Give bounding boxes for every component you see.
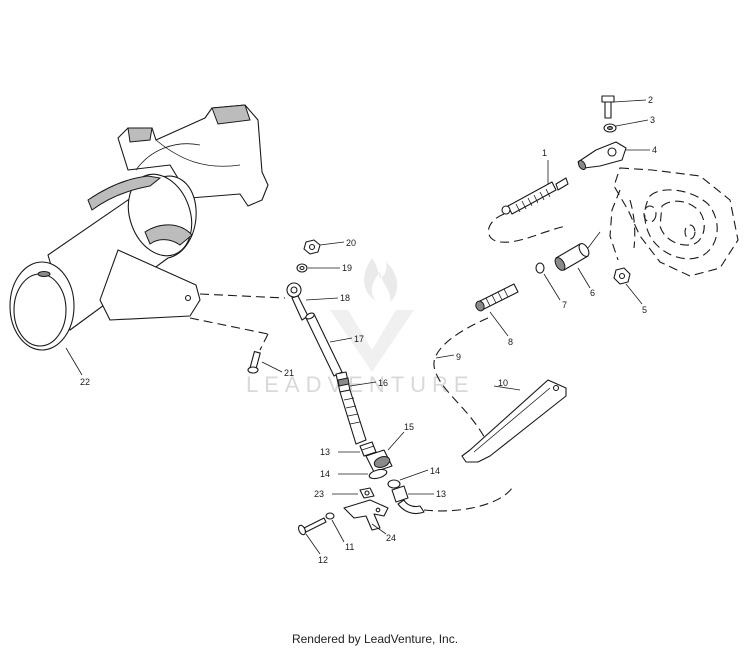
part-14-lower-washer[interactable] bbox=[387, 479, 401, 489]
callout-24: 24 bbox=[386, 533, 396, 543]
part-14-upper-washer[interactable] bbox=[368, 468, 388, 480]
leader-18 bbox=[305, 297, 339, 301]
callout-8: 8 bbox=[508, 337, 513, 347]
callout-16: 16 bbox=[378, 378, 388, 388]
callout-4: 4 bbox=[652, 145, 657, 155]
part-6-cable-sleeve[interactable] bbox=[553, 231, 601, 272]
throttle-body-phantom bbox=[609, 167, 739, 277]
leader-12 bbox=[305, 533, 321, 555]
leader-16 bbox=[349, 381, 377, 387]
phantom-line-upper bbox=[199, 293, 286, 299]
part-16-cable-fitting[interactable] bbox=[335, 371, 367, 445]
callout-23: 23 bbox=[314, 489, 324, 499]
part-3-washer[interactable] bbox=[603, 123, 617, 133]
callout-10: 10 bbox=[498, 378, 508, 388]
leader-8 bbox=[489, 311, 509, 337]
callout-11: 11 bbox=[345, 542, 354, 552]
cable-lower-bend bbox=[397, 499, 425, 515]
part-11-washer[interactable] bbox=[325, 512, 335, 520]
part-4-rod-end[interactable] bbox=[577, 141, 627, 171]
leader-11 bbox=[331, 519, 345, 543]
callout-2: 2 bbox=[648, 95, 653, 105]
leader-9 bbox=[435, 354, 455, 359]
leader-21 bbox=[261, 361, 283, 373]
leader-6 bbox=[577, 267, 591, 289]
part-22-steering-housing[interactable] bbox=[9, 104, 269, 351]
part-5-nut[interactable] bbox=[613, 267, 631, 285]
leader-2 bbox=[613, 99, 647, 103]
callout-7: 7 bbox=[562, 300, 567, 310]
leader-22 bbox=[65, 347, 83, 376]
callout-13-upper: 13 bbox=[320, 447, 330, 457]
leader-10 bbox=[493, 385, 521, 391]
callout-6: 6 bbox=[590, 288, 595, 298]
part-24-bracket[interactable] bbox=[343, 499, 389, 531]
cable-phantom-upper bbox=[487, 213, 567, 243]
part-17-rod[interactable] bbox=[305, 312, 343, 377]
phantom-line-drop bbox=[259, 333, 269, 351]
part-21-bolt[interactable] bbox=[247, 350, 261, 374]
footer-credit: Rendered by LeadVenture, Inc. bbox=[291, 632, 459, 646]
leader-17 bbox=[329, 337, 353, 343]
callout-3: 3 bbox=[650, 115, 655, 125]
callout-22: 22 bbox=[80, 377, 90, 387]
callout-18: 18 bbox=[340, 293, 350, 303]
callout-9: 9 bbox=[456, 352, 461, 362]
part-13-upper-jam-nut[interactable] bbox=[359, 441, 377, 457]
leader-24 bbox=[371, 523, 387, 535]
part-7-washer[interactable] bbox=[535, 262, 545, 274]
cable-phantom-lower bbox=[423, 487, 513, 512]
leader-14-lower bbox=[399, 469, 429, 481]
part-19-washer[interactable] bbox=[296, 263, 308, 273]
callout-21: 21 bbox=[284, 368, 294, 378]
part-13-lower-jam-nut[interactable] bbox=[391, 485, 409, 503]
callout-1: 1 bbox=[542, 148, 547, 158]
part-20-nut[interactable] bbox=[303, 239, 321, 255]
part-23-nut[interactable] bbox=[359, 487, 375, 499]
part-1-cable-end[interactable] bbox=[501, 177, 569, 215]
callout-20: 20 bbox=[346, 238, 356, 248]
part-9-cable[interactable] bbox=[433, 317, 489, 441]
leader-3 bbox=[615, 119, 649, 127]
callout-14-lower: 14 bbox=[430, 466, 440, 476]
callout-17: 17 bbox=[354, 334, 364, 344]
leader-15 bbox=[387, 431, 405, 451]
callout-14-upper: 14 bbox=[320, 469, 330, 479]
callout-5: 5 bbox=[642, 305, 647, 315]
callout-13-lower: 13 bbox=[436, 489, 446, 499]
leader-7 bbox=[543, 273, 561, 301]
callout-12: 12 bbox=[318, 555, 328, 565]
callout-19: 19 bbox=[342, 263, 352, 273]
watermark-logo bbox=[330, 258, 414, 372]
part-10-support-bracket[interactable] bbox=[461, 379, 567, 463]
callout-15: 15 bbox=[404, 422, 414, 432]
part-15-bulkhead-fitting[interactable] bbox=[365, 449, 393, 473]
part-18-rod-end[interactable] bbox=[286, 282, 309, 321]
leader-5 bbox=[625, 283, 643, 305]
part-12-screw[interactable] bbox=[297, 517, 327, 536]
part-8-adjuster[interactable] bbox=[474, 283, 519, 312]
phantom-line-lower bbox=[189, 317, 269, 335]
leader-20 bbox=[319, 241, 345, 246]
part-2-bolt[interactable] bbox=[601, 95, 615, 119]
